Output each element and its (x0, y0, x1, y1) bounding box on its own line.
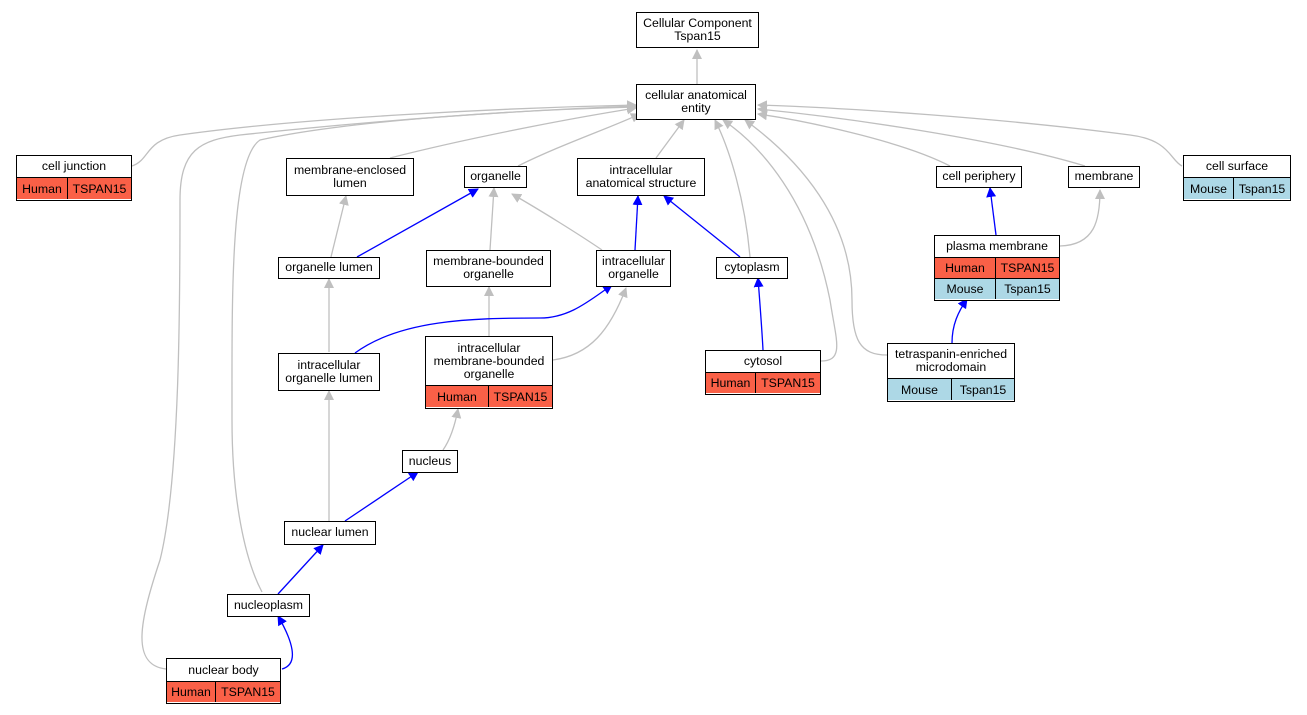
node-label: membrane-enclosed lumen (287, 159, 413, 194)
edge-io-ias (632, 195, 643, 251)
node-label: cytoplasm (717, 258, 787, 277)
annotation-row: Human TSPAN15 (706, 372, 820, 393)
edge-ias-cae (655, 119, 685, 159)
node-organelle[interactable]: organelle (464, 166, 527, 188)
node-intracellular-anatomical-structure[interactable]: intracellular anatomical structure (577, 158, 705, 196)
edge-cj-cae (131, 100, 637, 167)
node-label: organelle (465, 167, 526, 186)
gene-cell: TSPAN15 (1000, 261, 1055, 275)
edge-mbo-org (488, 187, 499, 251)
edge-nb-np (277, 615, 293, 670)
species-cell: Mouse (1184, 178, 1234, 199)
node-nucleus[interactable]: nucleus (402, 450, 458, 473)
gene-cell: TSPAN15 (493, 389, 548, 404)
annotation-row-mouse: Mouse Tspan15 (935, 278, 1059, 299)
node-cell-periphery[interactable]: cell periphery (936, 166, 1022, 188)
edge-imbo-io (552, 287, 628, 361)
node-label: cytosol (706, 351, 820, 372)
annotation-row: Human TSPAN15 (167, 681, 280, 702)
species-cell: Human (17, 178, 68, 199)
node-label: cell surface (1184, 156, 1290, 177)
edge-cytosol-cyto (753, 277, 764, 351)
edge-tem-pm (951, 298, 968, 344)
node-label: nucleus (403, 451, 457, 471)
node-intracellular-organelle[interactable]: intracellular organelle (596, 250, 671, 287)
edge-ol-org (356, 188, 479, 258)
gene-cell: TSPAN15 (761, 376, 815, 390)
node-label: membrane-bounded organelle (427, 251, 550, 285)
gene-cell: TSPAN15 (221, 685, 275, 699)
edge-org-cae (517, 113, 641, 167)
node-cellular-anatomical-entity[interactable]: cellular anatomical entity (636, 84, 756, 120)
species-cell: Human (426, 386, 489, 407)
gene-cell: Tspan15 (1238, 181, 1286, 196)
edge-tem-cae (744, 119, 888, 356)
node-label: membrane (1069, 167, 1139, 186)
edge-cp-cae (757, 110, 951, 167)
annotation-row: Mouse Tspan15 (1184, 177, 1290, 199)
node-label: cell junction (17, 156, 131, 177)
node-cell-junction[interactable]: cell junction Human TSPAN15 (16, 155, 132, 201)
edge-pm-cp (986, 187, 997, 236)
edge-nucleus-imbo (442, 408, 462, 451)
node-label: tetraspanin-enriched microdomain (888, 344, 1014, 378)
species-cell: Mouse (888, 379, 952, 400)
node-membrane[interactable]: membrane (1068, 166, 1140, 188)
node-organelle-lumen[interactable]: organelle lumen (278, 257, 380, 279)
edge-iol-io (354, 284, 613, 354)
species-cell: Human (167, 682, 216, 702)
annotation-row: Human TSPAN15 (426, 385, 552, 407)
edge-cytosol-cae (722, 119, 838, 362)
annotation-row: Mouse Tspan15 (888, 378, 1014, 400)
node-label: Cellular Component Tspan15 (637, 13, 758, 46)
node-tetraspanin-enriched-microdomain[interactable]: tetraspanin-enriched microdomain Mouse T… (887, 343, 1015, 402)
edge-io-org (511, 193, 603, 251)
node-plasma-membrane[interactable]: plasma membrane Human TSPAN15 Mouse Tspa… (934, 235, 1060, 301)
annotation-row: Human TSPAN15 (17, 177, 131, 199)
node-cellular-component-root[interactable]: Cellular Component Tspan15 (636, 12, 759, 48)
node-label: intracellular membrane-bounded organelle (426, 337, 552, 385)
node-cytoplasm[interactable]: cytoplasm (716, 257, 788, 279)
edge-cs-cae (757, 100, 1183, 167)
annotation-row-human: Human TSPAN15 (935, 257, 1059, 278)
node-label: nucleoplasm (228, 595, 309, 615)
node-membrane-bounded-organelle[interactable]: membrane-bounded organelle (426, 250, 551, 287)
edge-cyto-ias (663, 195, 741, 258)
node-label: nuclear body (167, 659, 280, 681)
node-label: intracellular anatomical structure (578, 159, 704, 194)
node-label: cellular anatomical entity (637, 85, 755, 118)
node-label: organelle lumen (279, 258, 379, 277)
node-label: cell periphery (937, 167, 1021, 186)
node-nucleoplasm[interactable]: nucleoplasm (227, 594, 310, 617)
node-label: nuclear lumen (285, 522, 375, 543)
edge-pm-mem (1059, 189, 1105, 247)
node-membrane-enclosed-lumen[interactable]: membrane-enclosed lumen (286, 158, 414, 196)
node-label: intracellular organelle lumen (279, 354, 379, 389)
gene-cell: Tspan15 (959, 382, 1007, 397)
edge-np-nl (277, 544, 324, 595)
edge-mel-cae (389, 104, 637, 159)
edge-nb-cae (141, 101, 637, 670)
node-cytosol[interactable]: cytosol Human TSPAN15 (705, 350, 821, 395)
node-intracellular-membrane-bounded-organelle[interactable]: intracellular membrane-bounded organelle… (425, 336, 553, 409)
node-label: plasma membrane (935, 236, 1059, 257)
gene-cell: TSPAN15 (72, 181, 127, 196)
species-cell: Human (935, 258, 996, 278)
node-label: intracellular organelle (597, 251, 670, 285)
edge-cyto-cae (714, 119, 751, 258)
gene-cell: Tspan15 (1004, 282, 1051, 296)
species-cell: Mouse (935, 279, 996, 299)
edge-ol-mel (330, 195, 349, 258)
edge-mem-cae (757, 104, 1086, 167)
edge-nl-nucleus (344, 471, 419, 522)
node-cell-surface[interactable]: cell surface Mouse Tspan15 (1183, 155, 1291, 201)
node-nuclear-body[interactable]: nuclear body Human TSPAN15 (166, 658, 281, 704)
node-intracellular-organelle-lumen[interactable]: intracellular organelle lumen (278, 353, 380, 391)
species-cell: Human (706, 373, 756, 393)
node-nuclear-lumen[interactable]: nuclear lumen (284, 521, 376, 545)
